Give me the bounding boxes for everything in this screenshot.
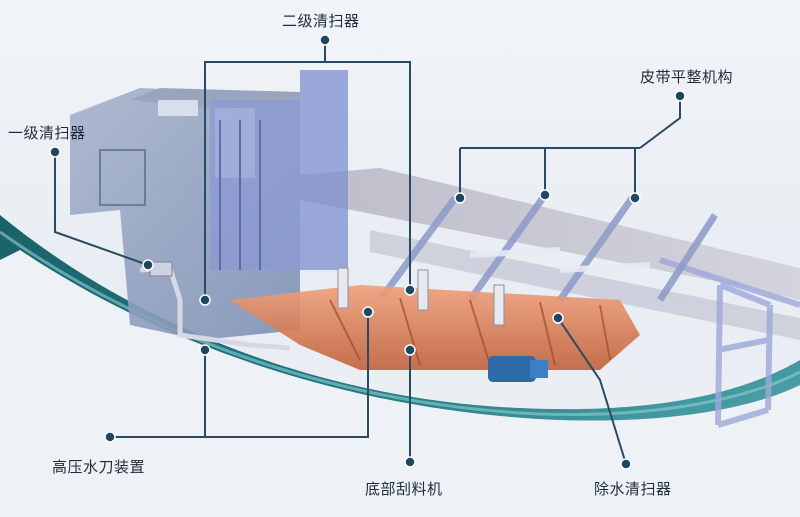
scraper-ribs bbox=[329, 297, 611, 366]
label-primary-cleaner: 一级清扫器 bbox=[8, 124, 86, 142]
callout-dots bbox=[49, 34, 686, 470]
housing-window bbox=[99, 149, 146, 206]
leveling-arms bbox=[377, 192, 718, 303]
label-bottom-scraper: 底部刮料机 bbox=[365, 480, 443, 498]
callout-lines bbox=[54, 40, 681, 465]
teal-highlight bbox=[0, 230, 800, 416]
label-water-jet: 高压水刀装置 bbox=[52, 458, 146, 476]
label-belt-leveling: 皮带平整机构 bbox=[640, 68, 734, 86]
dewater-cylinders bbox=[337, 267, 505, 326]
secondary-cleaner-tower bbox=[210, 70, 348, 270]
label-dewater-cleaner: 除水清扫器 bbox=[594, 480, 672, 498]
teal-inner-light bbox=[0, 250, 800, 517]
bottom-scraper-body bbox=[230, 285, 640, 370]
scraper-motor bbox=[488, 356, 536, 382]
label-secondary-cleaner: 二级清扫器 bbox=[282, 12, 360, 30]
